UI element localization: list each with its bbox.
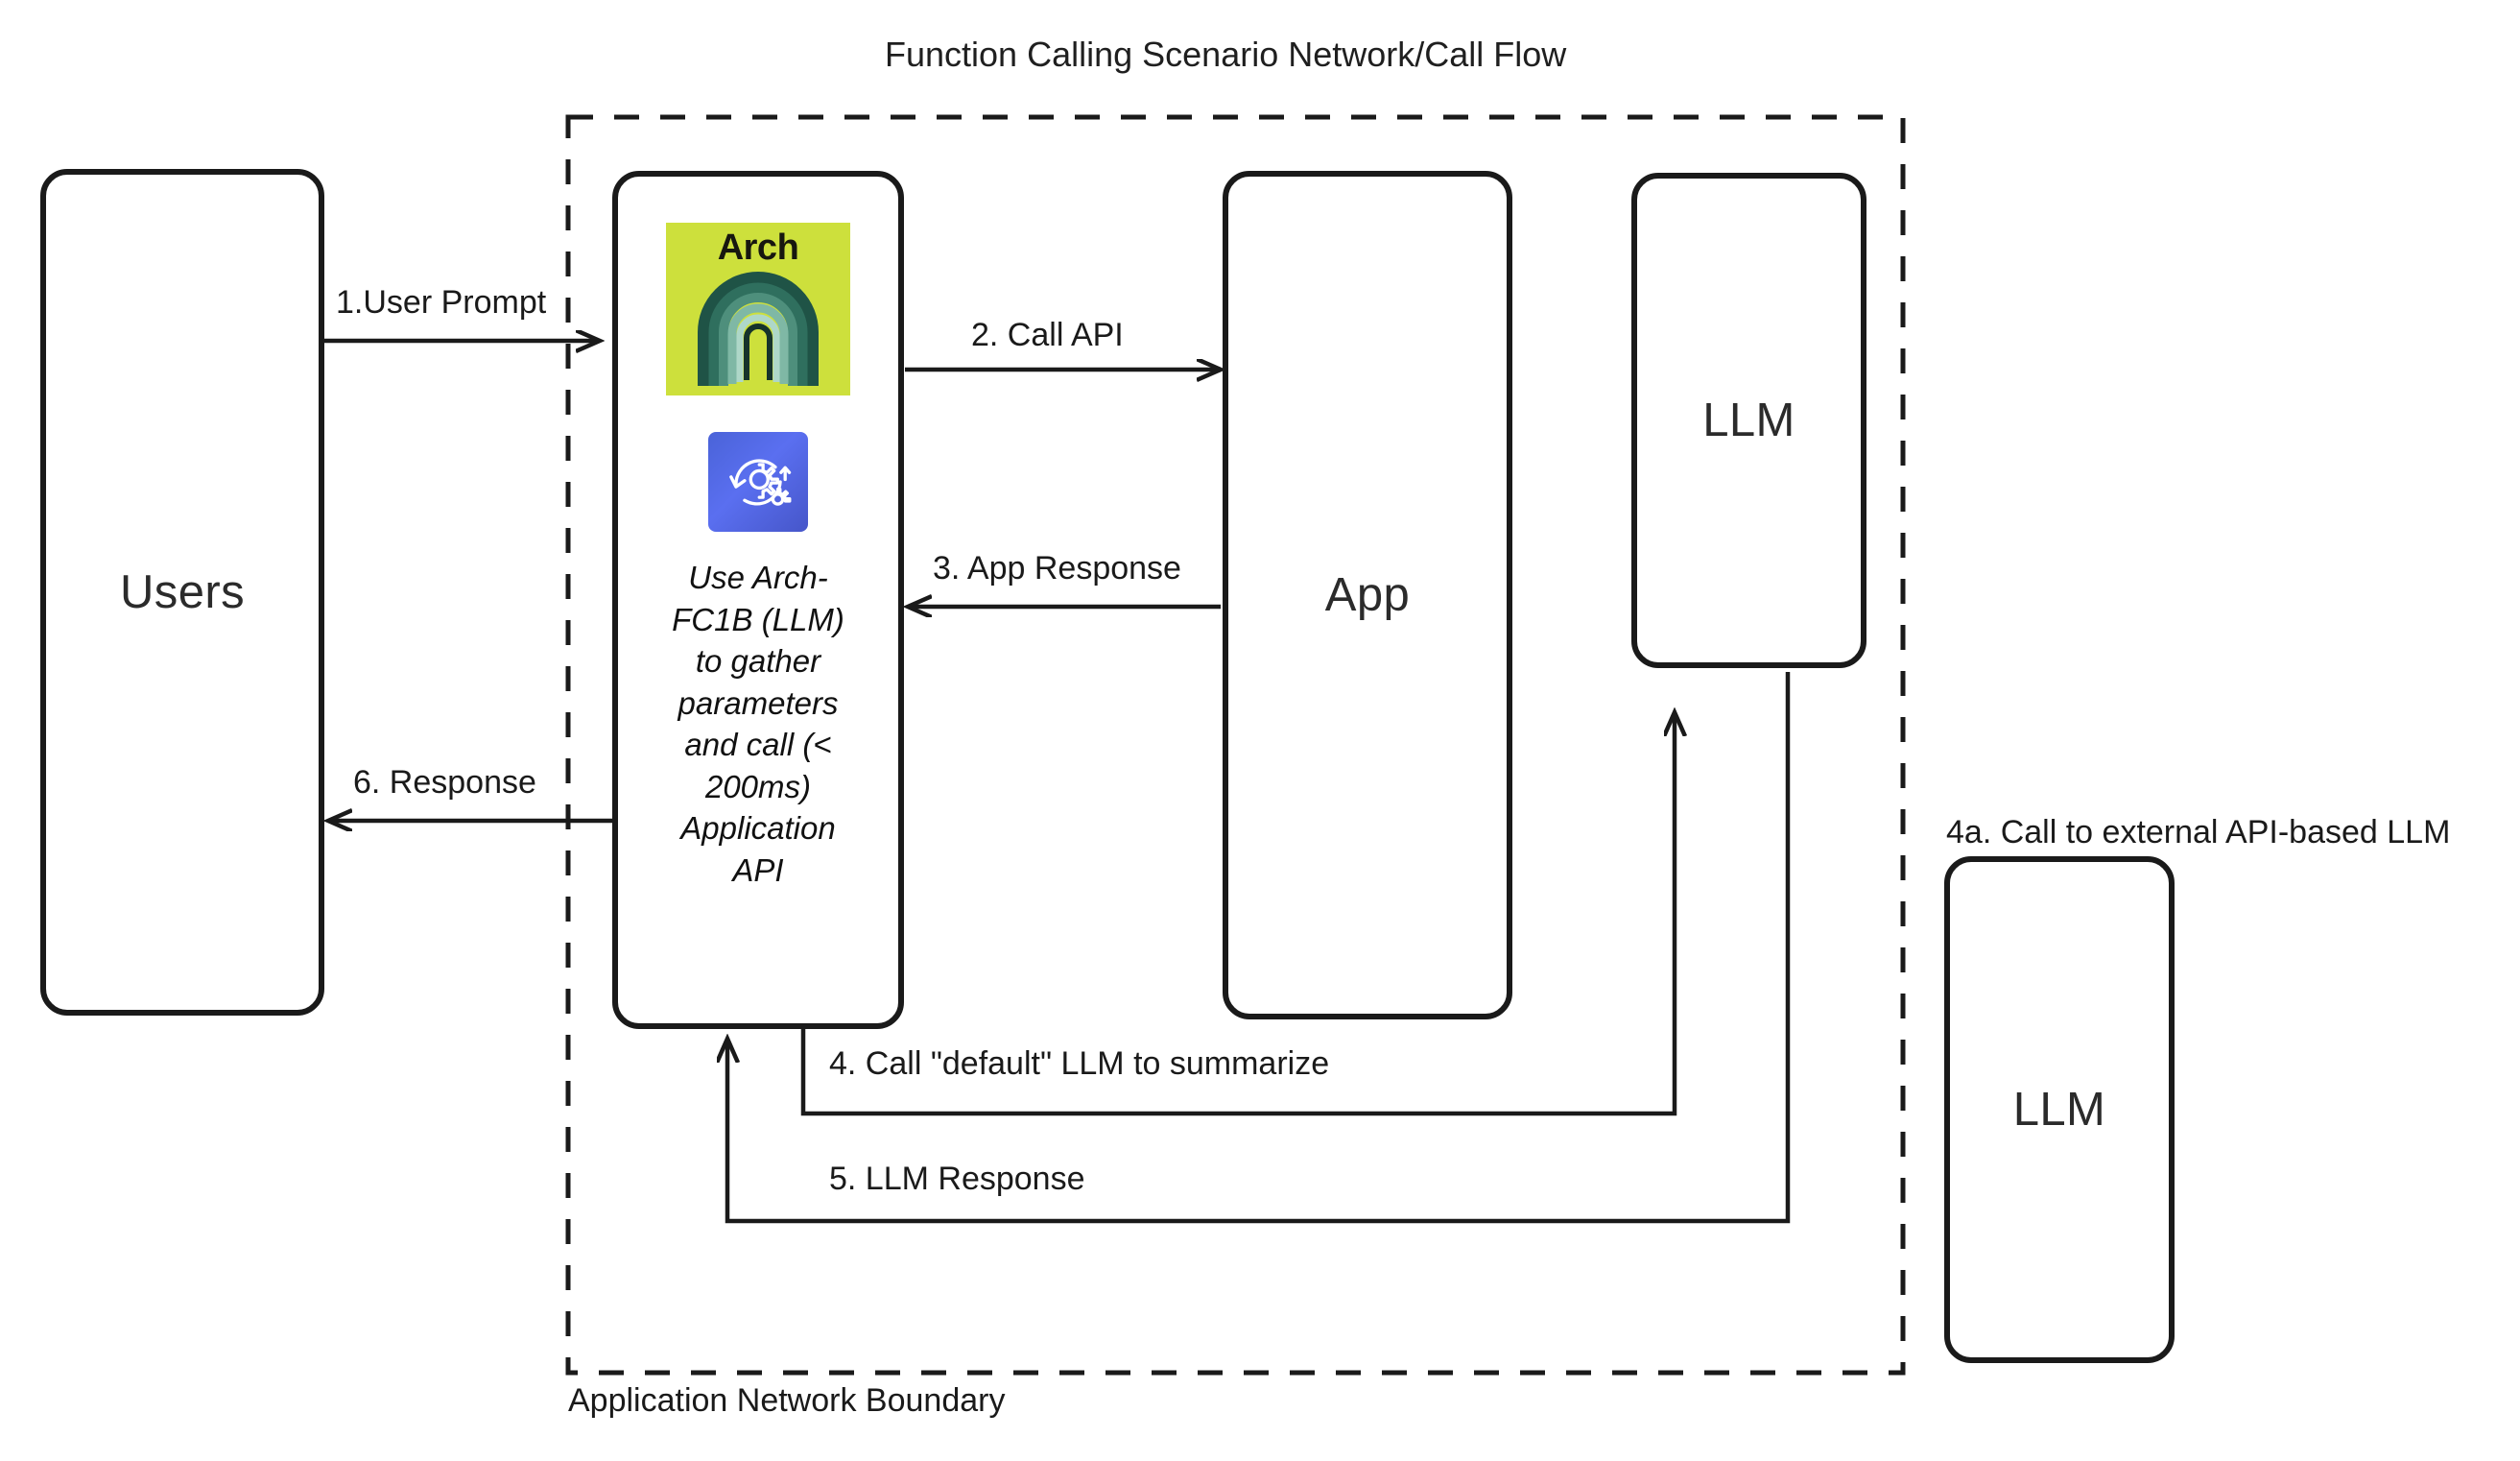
edge-label-response: 6. Response bbox=[353, 764, 536, 801]
gears-refresh-icon bbox=[708, 432, 808, 532]
edge-label-app-response: 3. App Response bbox=[933, 550, 1181, 587]
application-network-boundary bbox=[565, 114, 1906, 1376]
node-llm-internal[interactable]: LLM bbox=[1631, 173, 1866, 668]
node-llm-external-label: LLM bbox=[2012, 1084, 2106, 1136]
edge-label-user-prompt: 1.User Prompt bbox=[336, 284, 547, 321]
node-llm-internal-label: LLM bbox=[1702, 395, 1795, 446]
arch-logo-text: Arch bbox=[717, 228, 799, 268]
edge-label-call-default-llm: 4. Call "default" LLM to summarize bbox=[829, 1045, 1330, 1082]
edge-llm-response bbox=[727, 672, 1791, 1224]
boundary-label: Application Network Boundary bbox=[568, 1382, 1006, 1419]
node-arch-gateway[interactable]: Arch bbox=[612, 171, 904, 1029]
page-title: Function Calling Scenario Network/Call F… bbox=[885, 35, 1567, 74]
node-app[interactable]: App bbox=[1223, 171, 1512, 1019]
node-users[interactable]: Users bbox=[40, 169, 324, 1016]
node-users-label: Users bbox=[120, 566, 245, 618]
node-app-label: App bbox=[1324, 569, 1411, 621]
arch-logo: Arch bbox=[666, 223, 850, 395]
edge-label-llm-response: 5. LLM Response bbox=[829, 1161, 1085, 1197]
edge-label-call-api: 2. Call API bbox=[971, 317, 1124, 353]
edge-call-default-llm bbox=[800, 712, 1675, 1116]
node-llm-external[interactable]: LLM bbox=[1944, 856, 2175, 1363]
arch-caption: Use Arch-FC1B (LLM) to gather parameters… bbox=[672, 560, 844, 888]
arch-bridge-icon bbox=[698, 271, 819, 386]
external-llm-note: 4a. Call to external API-based LLM bbox=[1946, 814, 2451, 850]
